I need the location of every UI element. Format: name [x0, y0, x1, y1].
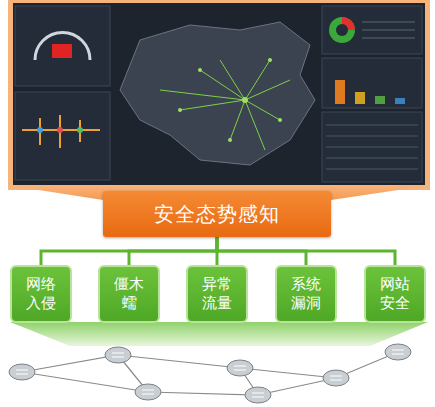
category-box: 网站安全	[364, 265, 426, 323]
tree-connector	[41, 237, 217, 265]
tree-connector	[129, 237, 217, 265]
category-box: 异常流量	[186, 265, 248, 323]
category-box: 系统漏洞	[275, 265, 337, 323]
box-label: 异常流量	[201, 275, 233, 313]
hub-box: 安全态势感知	[103, 191, 331, 237]
box-label: 安全态势感知	[154, 201, 280, 228]
category-box: 网络入侵	[10, 265, 72, 323]
category-box: 僵木蠕	[98, 265, 160, 323]
box-label: 网站安全	[379, 275, 411, 313]
box-label: 僵木蠕	[113, 275, 145, 313]
box-label: 系统漏洞	[290, 275, 322, 313]
tree-connector	[217, 237, 395, 265]
box-label: 网络入侵	[25, 275, 57, 313]
